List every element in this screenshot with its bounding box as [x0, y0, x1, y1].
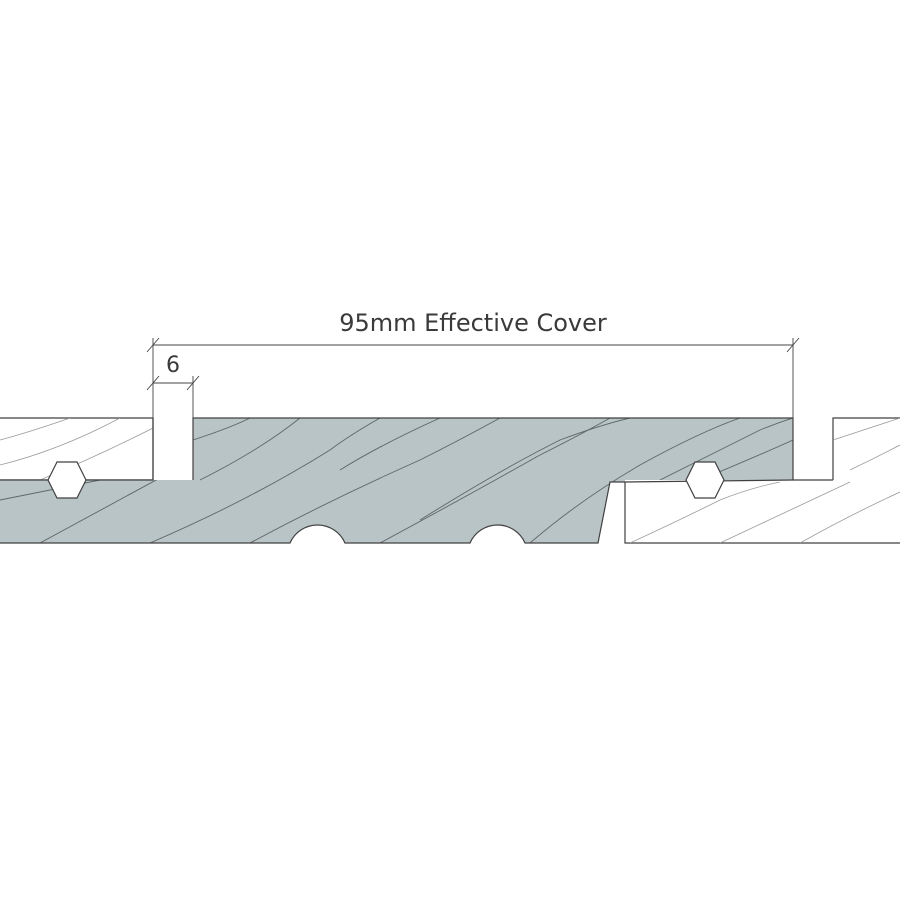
cover-dimension	[146, 337, 800, 418]
left-fixing-hexagon	[47, 461, 87, 499]
main-board-fill	[0, 418, 793, 543]
cover-dimension-label: 95mm Effective Cover	[339, 309, 607, 337]
main-board	[0, 417, 833, 544]
right-board-grain	[629, 418, 900, 543]
gap-dimension-label: 6	[166, 353, 180, 378]
right-fixing-hexagon	[685, 461, 725, 499]
gap-dimension	[146, 375, 200, 418]
main-board-grain	[0, 418, 794, 543]
